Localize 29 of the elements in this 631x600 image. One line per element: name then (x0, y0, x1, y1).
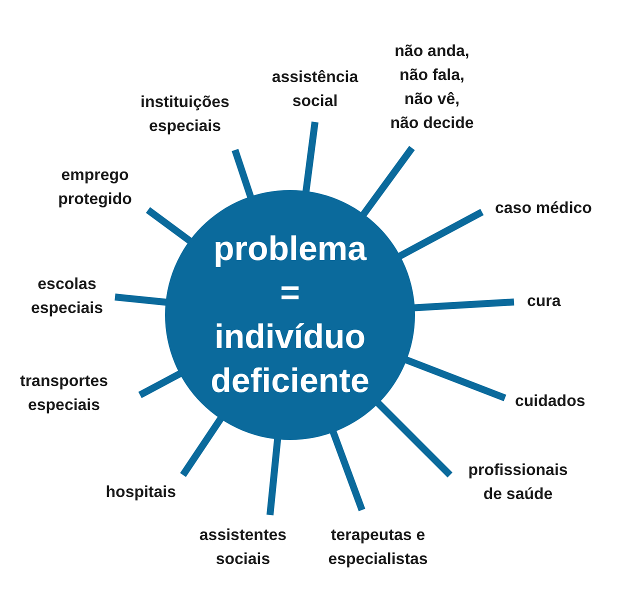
spoke-label: profissionais de saúde (462, 459, 574, 507)
spoke-line (403, 356, 506, 402)
center-text: problema (212, 229, 368, 270)
spoke-label: instituições especiais (125, 91, 245, 139)
spoke-line (396, 208, 484, 260)
spoke-label: assistência social (255, 66, 375, 114)
spoke-line (138, 370, 184, 398)
spoke-line (374, 400, 452, 478)
spoke-label: cura (527, 290, 587, 314)
spoke-line (302, 122, 318, 194)
spoke-label: terapeutas e especialistas (313, 524, 443, 572)
spoke-line (329, 429, 366, 512)
spoke-line (114, 294, 168, 306)
center-text: indivíduo deficiente (210, 317, 370, 402)
spoke-line (412, 298, 514, 312)
spoke-line (180, 415, 225, 477)
spoke-label: escolas especiais (17, 273, 117, 321)
spoke-line (266, 437, 282, 516)
spoke-label: assistentes sociais (188, 524, 298, 572)
spoke-label: cuidados (515, 390, 615, 414)
spoke-label: caso médico (495, 197, 625, 221)
spoke-label: emprego protegido (40, 164, 150, 212)
spoke-label: hospitais (76, 481, 176, 505)
spoke-label: não anda, não fala, não vê, não decide (389, 40, 475, 136)
center-text: = (279, 273, 301, 314)
spoke-label: transportes especiais (4, 370, 124, 418)
spoke-line (360, 146, 415, 218)
spoke-line (146, 207, 194, 245)
spoke-line (232, 148, 254, 200)
